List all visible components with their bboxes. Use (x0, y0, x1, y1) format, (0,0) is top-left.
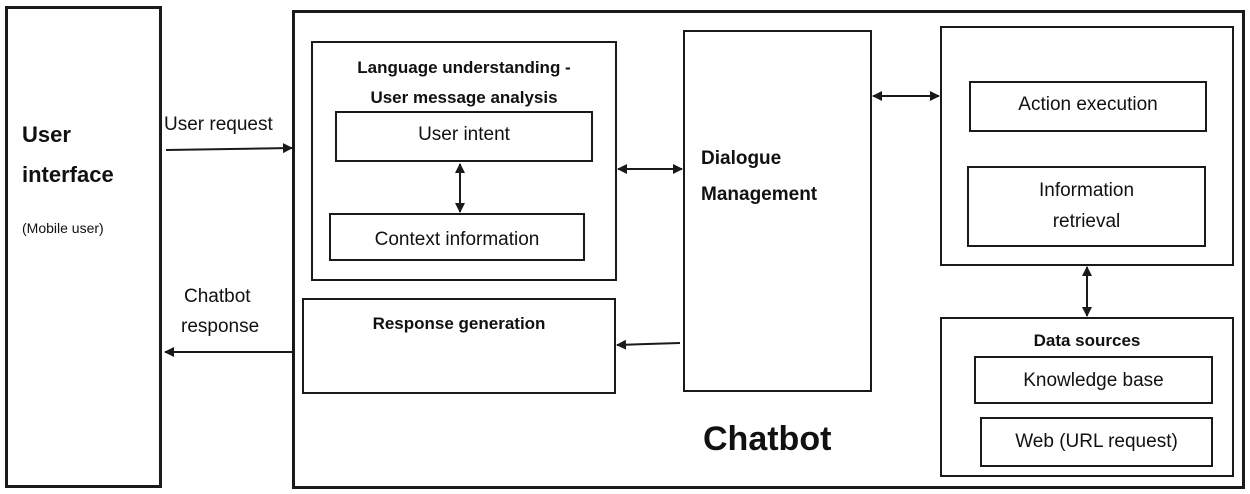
information-retrieval-box (967, 166, 1206, 247)
language-understanding-title-line2: User message analysis (370, 88, 558, 107)
user-request-arrow (165, 143, 293, 154)
language-understanding-title-line1: Language understanding - (357, 58, 571, 77)
user-intent-box (335, 111, 593, 162)
user-request-label: User request (164, 114, 273, 135)
user-intent-label: User intent (418, 124, 510, 145)
chatbot-response-label-line2: response (181, 316, 260, 337)
data-sources-title: Data sources (1033, 331, 1141, 350)
action-execution-label: Action execution (1018, 94, 1158, 115)
dialogue-management-label-line1: Dialogue (701, 148, 782, 169)
context-information-box (329, 213, 585, 261)
dialogue-management-box (683, 30, 872, 392)
web-box (980, 417, 1213, 467)
user-interface-title-line2: interface (22, 162, 114, 187)
response-generation-label: Response generation (372, 314, 546, 333)
action-execution-box (969, 81, 1207, 132)
user-interface-title-line1: User (22, 122, 71, 147)
user-interface-box (5, 6, 162, 488)
knowledge-base-box (974, 356, 1213, 404)
response-generation-box (302, 298, 616, 394)
dialogue-management-label-line2: Management (701, 184, 818, 205)
knowledge-base-label: Knowledge base (1023, 370, 1164, 391)
web-label: Web (URL request) (1015, 431, 1178, 452)
chatbot-response-label-line1: Chatbot (184, 286, 251, 307)
user-interface-subtitle: (Mobile user) (22, 220, 104, 236)
information-retrieval-label-line2: retrieval (1052, 211, 1121, 232)
chatbot-title: Chatbot (703, 420, 832, 458)
dialogue-response-arrow (616, 339, 681, 350)
context-information-label: Context information (374, 229, 540, 250)
information-retrieval-label-line1: Information (1038, 180, 1135, 201)
